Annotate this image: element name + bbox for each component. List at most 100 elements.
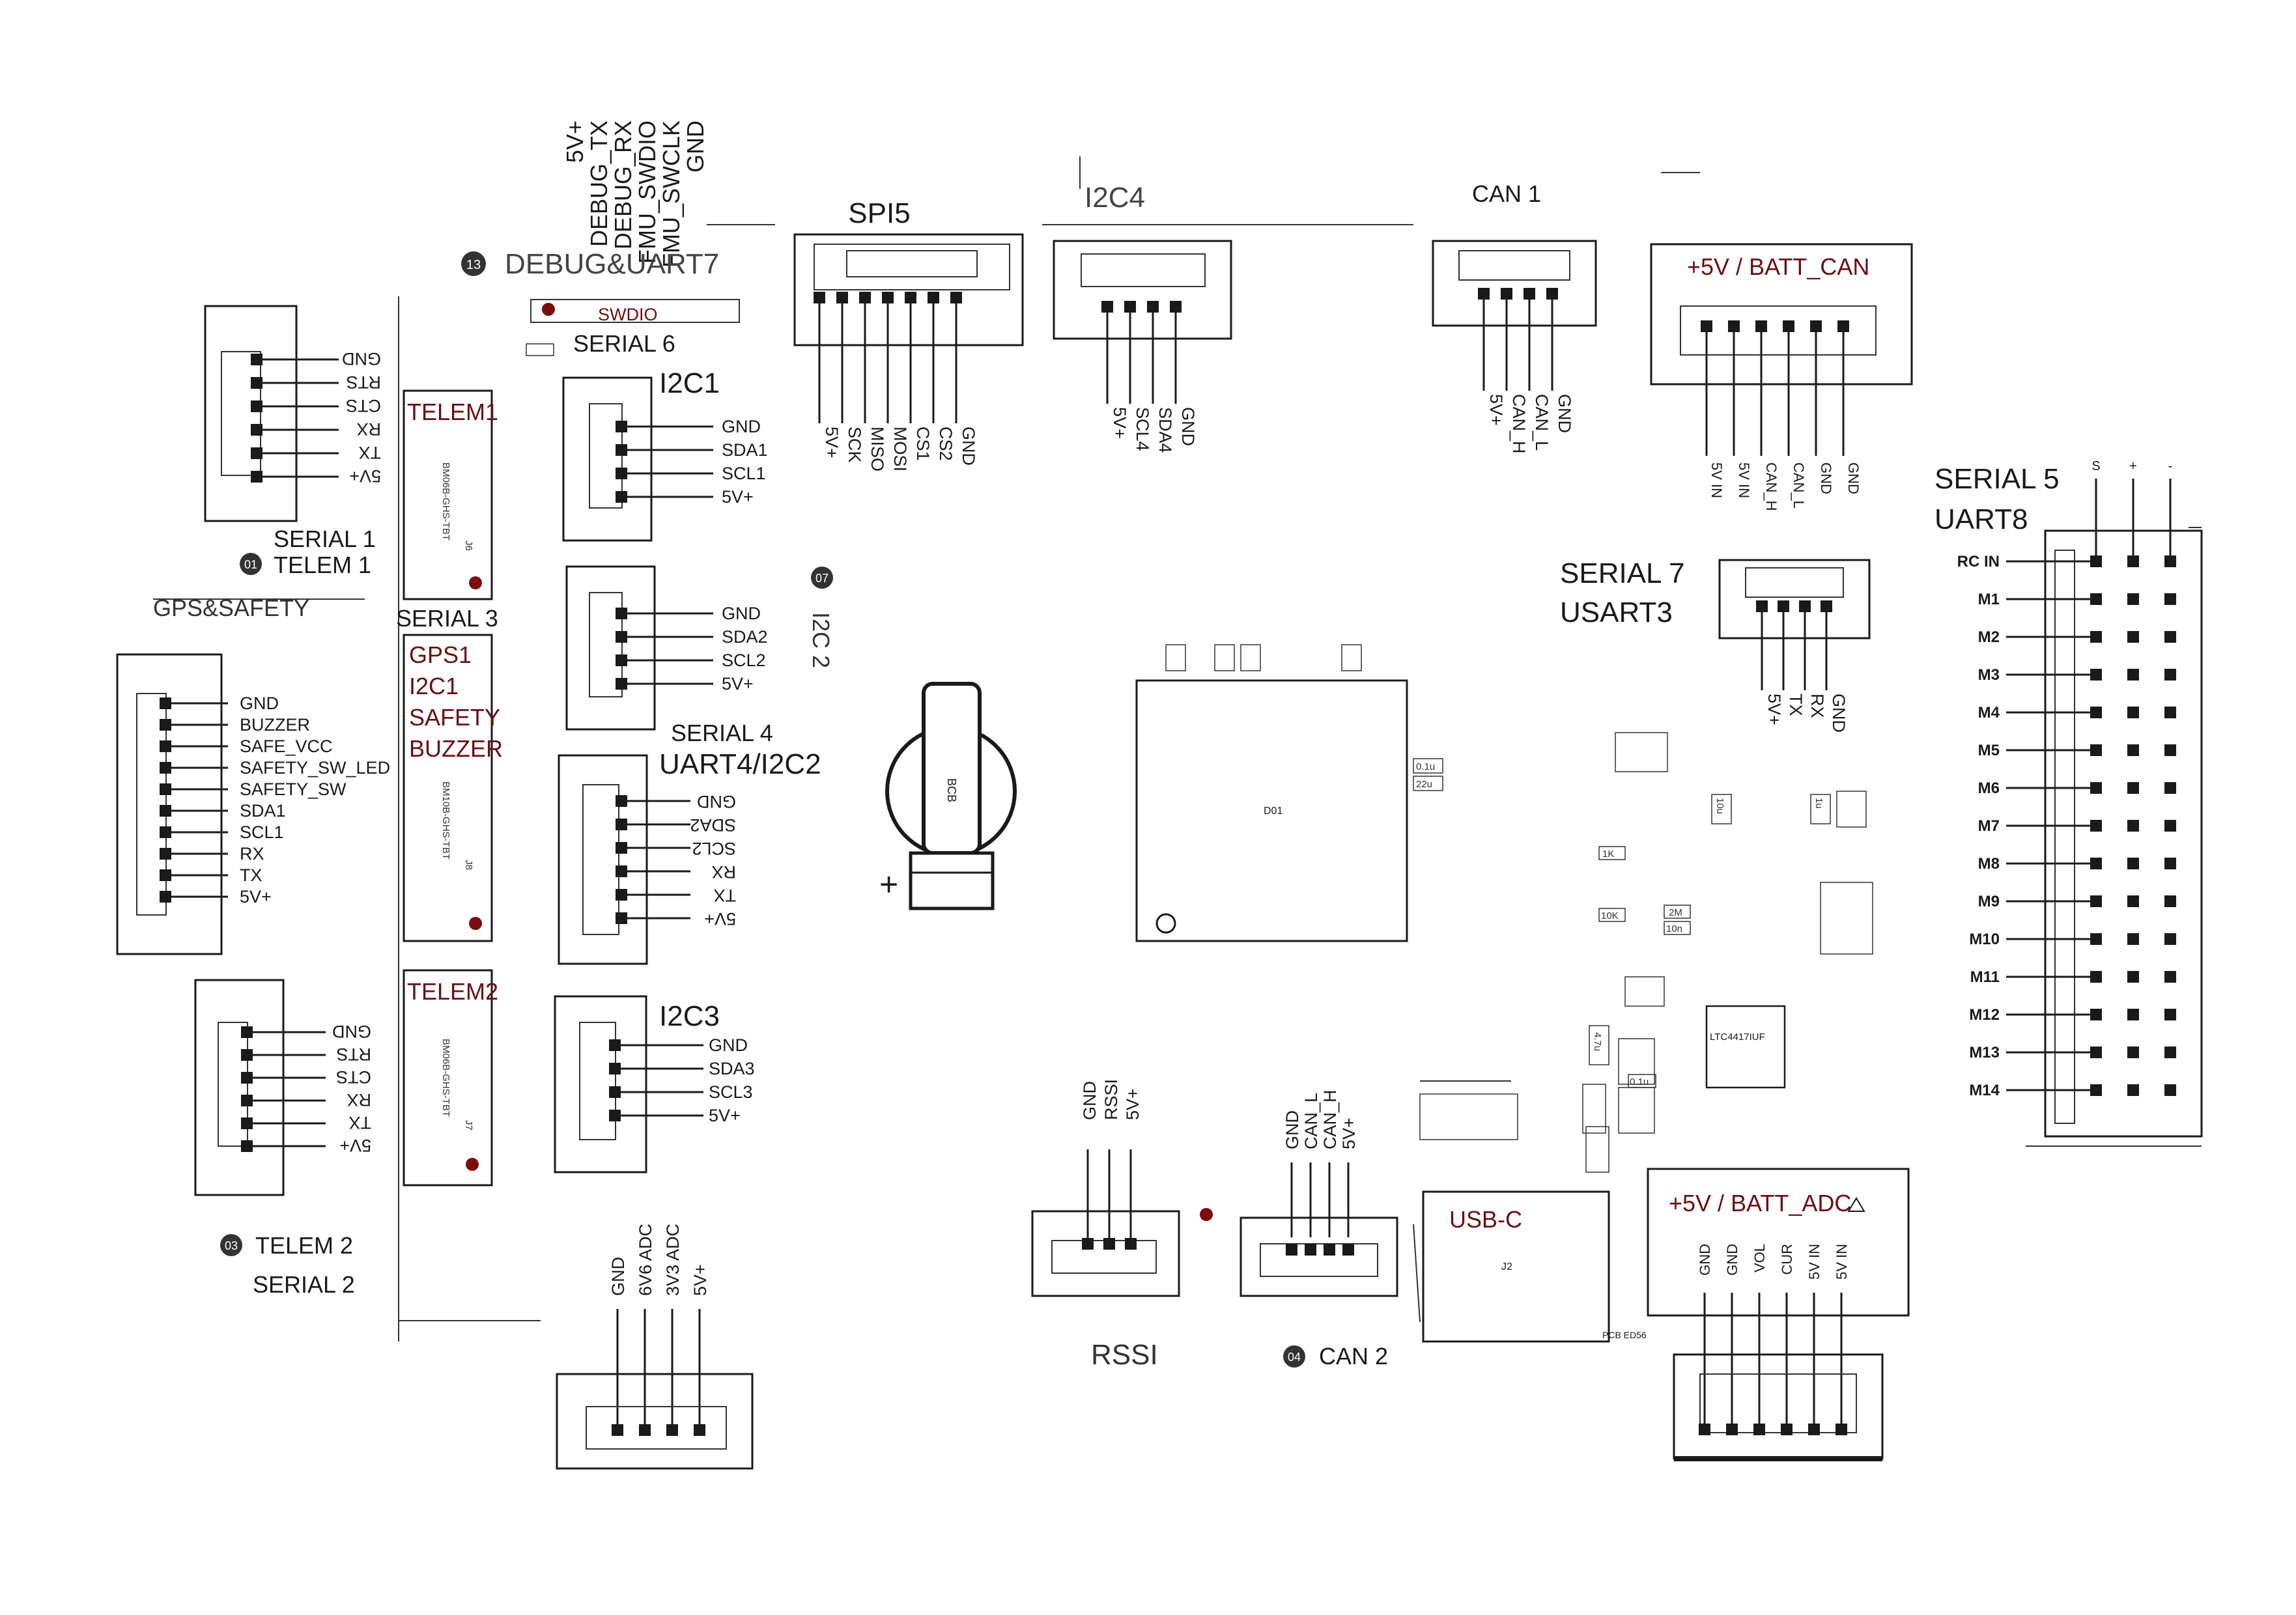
header-row: M2 [1978, 628, 2176, 646]
telem1-pins [251, 354, 339, 483]
can1-connector: CAN 1 5V+ CAN_H CAN_L GND [1432, 180, 1597, 454]
header-pin [2127, 593, 2139, 605]
serial1-label: SERIAL 1 [274, 526, 376, 552]
rssi-connector: GND RSSI 5V+ RSSI [1031, 1079, 1213, 1371]
gps-pin-safety-sw-led: SAFETY_SW_LED [240, 758, 390, 778]
i2c4-pin-sda4: SDA4 [1155, 407, 1175, 453]
i2c1-pin-5v: 5V+ [722, 487, 754, 507]
usb-c-ref: J2 [1501, 1261, 1512, 1272]
output-label: RC IN [1957, 553, 2000, 570]
telem1-pin-cts: CTS [346, 396, 381, 415]
adc-pin-5v: 5V+ [690, 1264, 710, 1296]
rc-header-plus: + [2129, 459, 2137, 473]
can2-badge-number: 04 [1288, 1351, 1301, 1364]
output-label: M11 [1970, 968, 2000, 986]
telem2-pin-5v: 5V+ [339, 1136, 371, 1155]
telem1-pin-tx: TX [358, 443, 381, 462]
i2c2-pin-gnd: GND [722, 604, 761, 623]
header-pin [2164, 933, 2176, 945]
header-pin [2127, 895, 2139, 907]
i2c3-connector: I2C3 GND SDA3 SCL3 5V+ [554, 995, 755, 1173]
output-label: M3 [1978, 666, 2000, 684]
spi5-label: SPI5 [848, 197, 910, 229]
gps-pin-gnd: GND [240, 694, 279, 713]
header-row: M7 [1978, 817, 2176, 835]
telem2-label: TELEM 2 [255, 1232, 353, 1259]
batt-adc-pin-gnd-b: GND [1724, 1244, 1740, 1276]
serial4-pin-scl2: SCL2 [692, 839, 736, 858]
i2c2-pin-5v: 5V+ [722, 674, 754, 694]
telem1-pin-5v: 5V+ [349, 466, 381, 486]
adc-pin-6v6: 6V6 ADC [636, 1224, 655, 1296]
header-pin [2127, 1084, 2139, 1096]
telem2-pin-rts: RTS [336, 1045, 371, 1064]
header-row: M13 [1969, 1044, 2176, 1061]
header-row: M12 [1969, 1006, 2176, 1024]
output-label: M9 [1978, 893, 2000, 910]
debug-pin-rx: DEBUG_RX [610, 120, 636, 249]
spi5-pin-sck: SCK [845, 427, 864, 463]
gps-pin-buzzer: BUZZER [240, 715, 310, 735]
debug-badge-icon [461, 251, 486, 276]
passive-components: 0.1u 22u 1K 10K 2M 10n 4.7u 10u 1u 0.1u … [1413, 732, 1873, 1173]
res-value-1: 1K [1602, 849, 1614, 860]
can1-pin-canl: CAN_L [1532, 394, 1552, 451]
telem1-badge-number: 01 [244, 558, 257, 571]
j8-part: BM10B-GHS-TBT [440, 781, 451, 860]
can1-pin-5v: 5V+ [1486, 394, 1506, 426]
batt-can-pin-5vin-b: 5V IN [1736, 462, 1752, 498]
rssi-pin-gnd: GND [1080, 1081, 1099, 1120]
output-label: M1 [1978, 591, 2000, 608]
uart4-i2c2-label: UART4/I2C2 [659, 748, 821, 780]
j7-pin1-icon [466, 1158, 479, 1171]
res-value-2: 10K [1601, 910, 1619, 921]
fmu-chip: D01 [1135, 644, 1408, 942]
i2c4-label: I2C4 [1084, 182, 1145, 214]
cap-value-1: 0.1u [1416, 761, 1435, 772]
i2c2-pin-sda2: SDA2 [722, 627, 768, 647]
can2-pin-canl: CAN_L [1301, 1093, 1321, 1149]
telem1-connector: GND RTS CTS RX TX 5V+ SERIAL 1 01 TELEM … [153, 305, 381, 621]
serial2-label: SERIAL 2 [253, 1271, 355, 1298]
output-label: M2 [1978, 628, 2000, 646]
i2c4-pin-gnd: GND [1178, 407, 1198, 446]
header-pin [2090, 1009, 2102, 1020]
cap-value-6: 1u [1813, 798, 1824, 809]
telem2-pin-cts: CTS [336, 1067, 371, 1087]
header-pin [2127, 820, 2139, 832]
output-label: M4 [1978, 704, 2000, 722]
output-label: M13 [1969, 1044, 2000, 1061]
header-pin [2127, 744, 2139, 756]
adc-pin-3v3: 3V3 ADC [663, 1224, 683, 1296]
i2c3-pin-scl3: SCL3 [709, 1082, 753, 1102]
output-label: M8 [1978, 855, 2000, 873]
pin1-marker-icon [542, 303, 555, 316]
header-pin [2090, 707, 2102, 718]
i2c1-label: I2C1 [659, 367, 720, 399]
batt-can-pin-canh: CAN_H [1763, 462, 1779, 511]
debug-pin-5v: 5V+ [561, 120, 588, 163]
gps1-line1: GPS1 [409, 641, 472, 668]
output-label: M14 [1969, 1082, 2000, 1099]
debug-pin-swclk: FMU_SWCLK [658, 120, 685, 268]
telem1-badge-icon [240, 553, 262, 575]
header-pin [2164, 820, 2176, 832]
gps-safety-label: GPS&SAFETY [153, 595, 309, 621]
batt-can-connector: +5V / BATT_CAN 5V IN 5V IN CAN_H CAN_L G… [1650, 243, 1913, 511]
can1-pin-gnd: GND [1555, 394, 1574, 433]
gps-pin-safety-sw: SAFETY_SW [240, 779, 347, 799]
output-label: M5 [1978, 742, 2000, 759]
telem2-pin-gnd: GND [332, 1022, 371, 1041]
i2c2-pin-scl2: SCL2 [722, 651, 766, 670]
rssi-pin1-icon [1200, 1208, 1213, 1221]
header-pin [2164, 707, 2176, 718]
cap-value-4: 4.7u [1592, 1032, 1603, 1051]
header-pin [2164, 782, 2176, 794]
can1-label: CAN 1 [1472, 180, 1541, 207]
gps-pin-scl1: SCL1 [240, 822, 284, 842]
ltc-chip-outline [1705, 1005, 1786, 1089]
gps1-line3: SAFETY [409, 704, 500, 731]
header-pin [2090, 895, 2102, 907]
batt-can-pin-gnd-b: GND [1845, 462, 1862, 494]
i2c3-label: I2C3 [659, 1000, 720, 1032]
